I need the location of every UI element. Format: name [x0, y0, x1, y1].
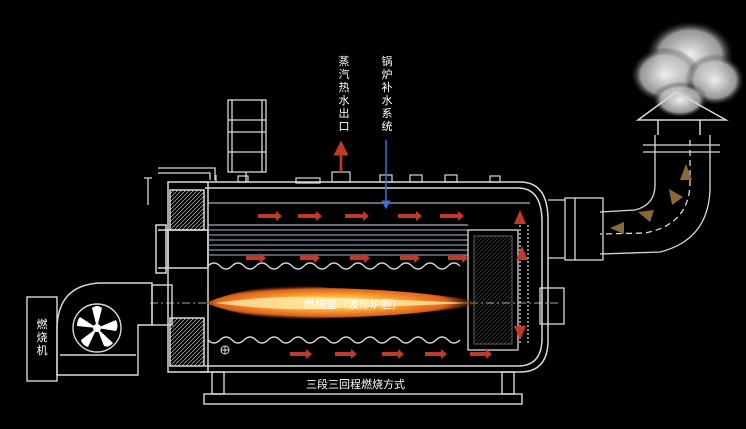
combustion-chamber-label: 燃烧室（波形炉胆）	[304, 298, 403, 311]
chimney-cap-icon	[635, 91, 729, 135]
flue-connector	[539, 197, 604, 325]
drain-symbol	[220, 345, 230, 355]
fan-icon	[72, 303, 122, 353]
burner	[26, 282, 173, 382]
boiler-shell	[155, 181, 549, 373]
corrugated-furnace	[207, 225, 529, 351]
steam-outlet-label: 蒸汽热水出口	[338, 55, 350, 133]
feed-water-label: 锅炉补水系统	[381, 55, 393, 133]
side-pipe	[144, 167, 216, 205]
flow-arrow-icon	[246, 210, 528, 359]
base-frame	[203, 371, 523, 405]
exhaust-flow	[610, 164, 692, 234]
burner-label: 燃烧机	[36, 318, 48, 357]
chimney-pipe	[599, 135, 720, 255]
smoke-icon	[630, 20, 745, 118]
three-pass-label: 三段三回程燃烧方式	[306, 378, 405, 391]
tube-bundle	[208, 202, 530, 256]
flame-icon	[205, 285, 488, 320]
control-cabinet	[227, 99, 267, 182]
